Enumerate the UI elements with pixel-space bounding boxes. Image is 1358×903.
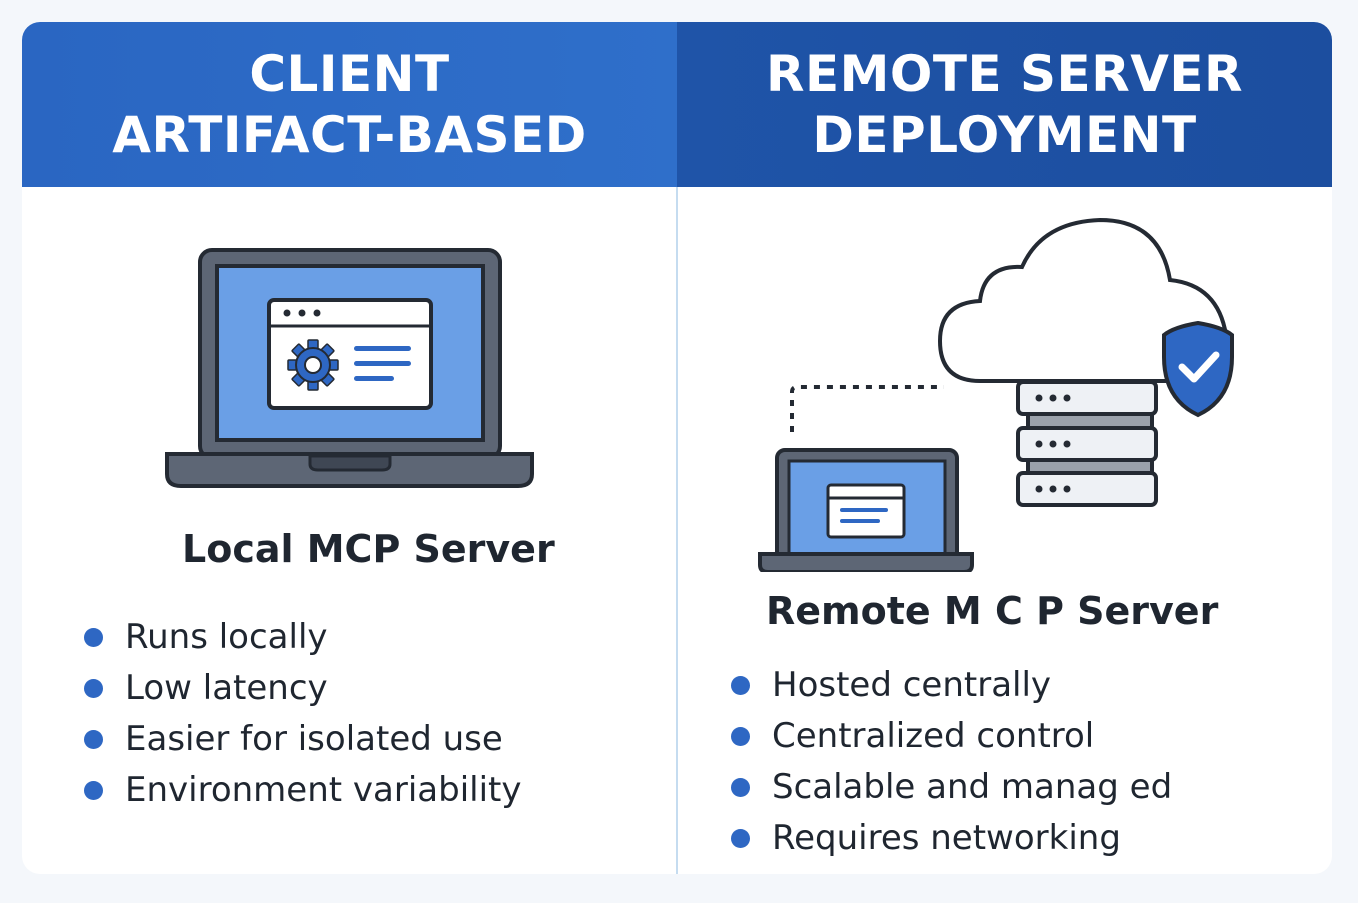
comparison-card: CLIENT ARTIFACT-BASED REMOTE SERVER DEPL… xyxy=(22,22,1332,874)
bullet-dot-icon xyxy=(84,679,103,698)
remote-deployment-illustration xyxy=(758,217,1234,572)
bullet-dot-icon xyxy=(731,727,750,746)
list-item: Requires networking xyxy=(731,813,1172,864)
remote-header-line1: REMOTE SERVER xyxy=(765,44,1244,103)
list-item: Scalable and manag ed xyxy=(731,762,1172,813)
local-features-list: Runs locally Low latency Easier for isol… xyxy=(84,612,522,816)
bullet-dot-icon xyxy=(84,781,103,800)
local-mcp-server-title: Local MCP Server xyxy=(182,527,555,571)
column-divider xyxy=(676,187,678,874)
list-item: Low latency xyxy=(84,663,522,714)
remote-features-list: Hosted centrally Centralized control Sca… xyxy=(731,660,1172,864)
bullet-dot-icon xyxy=(731,778,750,797)
remote-server-header: REMOTE SERVER DEPLOYMENT xyxy=(677,22,1332,187)
client-artifact-header: CLIENT ARTIFACT-BASED xyxy=(22,22,677,187)
list-item: Centralized control xyxy=(731,711,1172,762)
list-item: Hosted centrally xyxy=(731,660,1172,711)
gear-icon xyxy=(287,339,339,391)
list-item: Environment variability xyxy=(84,765,522,816)
client-header-line2: ARTIFACT-BASED xyxy=(112,105,587,164)
laptop-icon xyxy=(758,448,974,572)
server-rack-icon xyxy=(1016,380,1158,507)
bullet-dot-icon xyxy=(731,676,750,695)
list-item: Runs locally xyxy=(84,612,522,663)
list-item: Easier for isolated use xyxy=(84,714,522,765)
shield-check-icon xyxy=(1162,320,1234,418)
bullet-dot-icon xyxy=(84,628,103,647)
remote-mcp-server-title: Remote M C P Server xyxy=(766,589,1219,633)
client-header-line1: CLIENT xyxy=(249,44,450,103)
bullet-dot-icon xyxy=(84,730,103,749)
remote-header-line2: DEPLOYMENT xyxy=(812,105,1197,164)
cloud-icon xyxy=(937,217,1229,383)
bullet-dot-icon xyxy=(731,829,750,848)
connection-line xyxy=(790,385,944,432)
laptop-icon xyxy=(165,248,534,488)
browser-window-icon xyxy=(267,298,433,410)
